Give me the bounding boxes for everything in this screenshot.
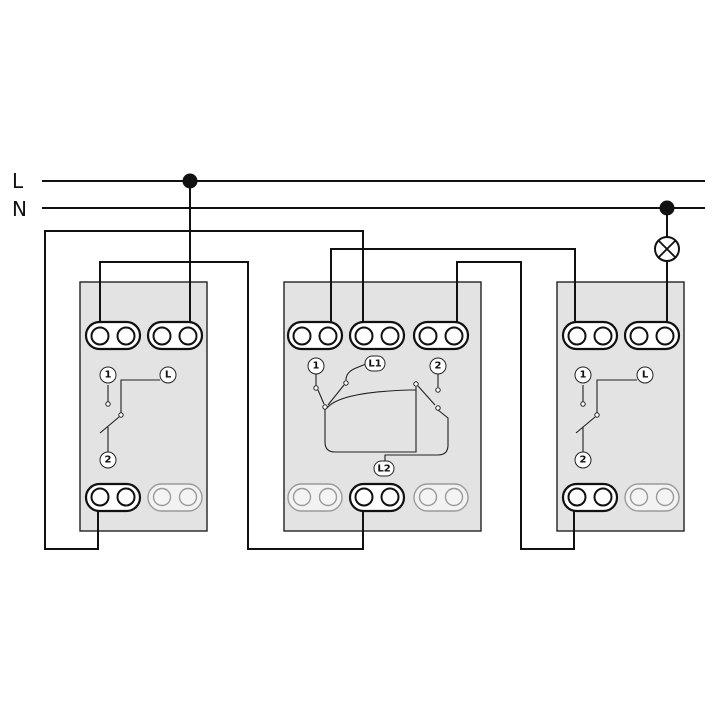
- svg-text:2: 2: [435, 361, 442, 372]
- terminal-blocks: [84, 320, 681, 513]
- svg-text:L2: L2: [377, 464, 390, 475]
- svg-text:L: L: [165, 370, 172, 381]
- svg-text:2: 2: [580, 455, 587, 466]
- svg-text:L: L: [642, 370, 649, 381]
- bus-label-neutral: N: [12, 197, 27, 221]
- terminal-label-1: [99, 366, 117, 384]
- terminal-label-2: [574, 451, 592, 469]
- junction-dot-neutral: [659, 200, 675, 216]
- bus-label-line: L: [12, 169, 24, 193]
- terminal-label-common: [636, 366, 654, 384]
- svg-text:1: 1: [313, 361, 320, 372]
- svg-text:1: 1: [105, 370, 112, 381]
- svg-text:2: 2: [105, 455, 112, 466]
- terminal-label-2: [99, 451, 117, 469]
- terminal-label-1: [574, 366, 592, 384]
- terminal-label-common: [159, 366, 177, 384]
- wire-traveler-b: [99, 261, 364, 550]
- junction-dot-line: [182, 173, 198, 189]
- switch-intermediate-symbol: 1 2 L1 L2: [307, 355, 449, 477]
- switch-left-symbol: 1 2 L: [99, 366, 177, 469]
- terminal-label-1: [307, 357, 325, 375]
- terminal-label-l2: [373, 460, 395, 477]
- terminal-label-2: [429, 357, 447, 375]
- wire-traveler-c: [330, 248, 576, 336]
- terminal-label-l1: [364, 355, 386, 372]
- lamp-icon: [654, 236, 680, 262]
- wire-traveler-d: [456, 261, 575, 550]
- svg-text:L1: L1: [368, 359, 381, 370]
- switch-right-symbol: 1 2 L: [574, 366, 654, 469]
- svg-text:1: 1: [580, 370, 587, 381]
